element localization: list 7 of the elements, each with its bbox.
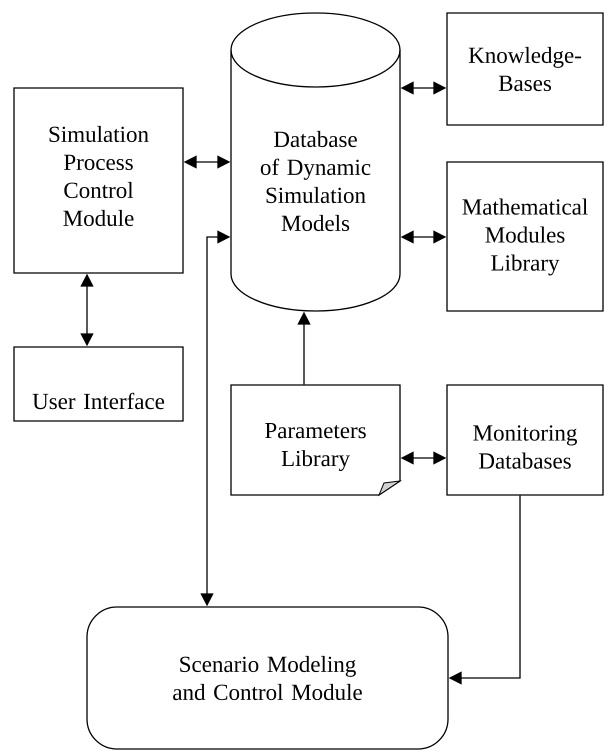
module-box: Simulation Process Control Module	[13, 87, 184, 274]
database-cylinder: Database of Dynamic Simulation Models	[230, 12, 401, 312]
knowledge-box: Knowledge-Bases	[446, 12, 604, 126]
interface-box: User Interface	[13, 346, 184, 422]
library-box: Mathematical Modules Library	[446, 161, 604, 312]
database-box: Monitoring Databases	[446, 384, 604, 496]
scenario-box: Scenario Modeling and Control Module	[86, 606, 449, 750]
